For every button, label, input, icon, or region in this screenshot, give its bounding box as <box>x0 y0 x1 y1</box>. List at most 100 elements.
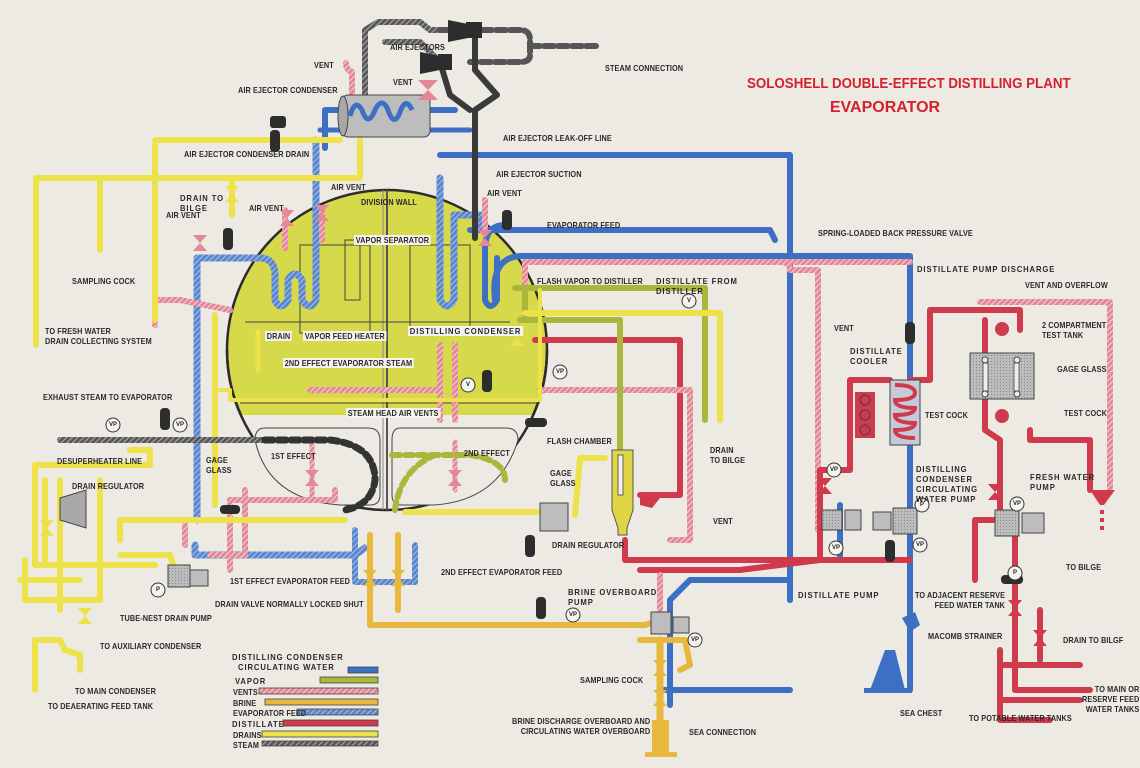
thermometers <box>160 116 1023 619</box>
diagram-subtitle: EVAPORATOR <box>829 99 941 116</box>
label-sea-chest: SEA CHEST <box>900 708 943 718</box>
legend-swatch-vents <box>258 687 379 695</box>
label-gage-glass-right: GAGE GLASS <box>1057 364 1107 374</box>
gauges <box>105 293 1025 648</box>
vp-gauge-3 <box>552 364 568 380</box>
sea-connection <box>645 720 677 757</box>
label-test-cock-right: TEST COCK <box>1064 408 1108 418</box>
label-drain-valve-locked: DRAIN VALVE NORMALLY LOCKED SHUT <box>215 599 364 609</box>
label-exhaust-steam: EXHAUST STEAM TO EVAPORATOR <box>43 392 173 402</box>
vp-gauge-4 <box>826 462 842 478</box>
legend-swatch-steam <box>261 740 379 747</box>
label-to-main-condenser: TO MAIN CONDENSER <box>75 686 156 696</box>
legend-swatches <box>258 666 379 747</box>
label-circ-water-pump: DISTILLING CONDENSER CIRCULATING WATER P… <box>916 464 979 504</box>
vp-gauge-1 <box>105 417 121 433</box>
label-drain-to-bilge-top: DRAIN TO BILGE <box>180 193 225 213</box>
p-gauge-2 <box>1007 565 1023 581</box>
label-distillate-pump: DISTILLATE PUMP <box>798 590 880 600</box>
label-air-ejector-condenser-drain: AIR EJECTOR CONDENSER DRAIN <box>184 149 310 159</box>
legend-swatch-evaporator-feed <box>296 708 379 716</box>
vp-gauge-8-label: VP <box>568 612 577 618</box>
legend-swatch-brine <box>264 698 379 706</box>
label-desuperheater-line: DESUPERHEATER LINE <box>57 456 143 466</box>
label-air-vent-2: AIR VENT <box>487 188 522 198</box>
label-2nd-effect-feed: 2ND EFFECT EVAPORATOR FEED <box>441 567 563 577</box>
vp-gauge-2 <box>172 417 188 433</box>
sea-chest <box>864 612 920 693</box>
vp-gauge-6-label: VP <box>915 542 924 548</box>
label-to-bilge: TO BILGE <box>1066 562 1102 572</box>
vp-gauge-7-label: VP <box>1012 501 1021 507</box>
label-to-auxiliary-condenser: TO AUXILIARY CONDENSER <box>100 641 202 651</box>
label-air-vent-4: AIR VENT <box>166 210 201 220</box>
label-air-vent-3: AIR VENT <box>249 203 284 213</box>
vp-gauge-3-label: VP <box>555 369 564 375</box>
label-to-main-or-reserve: TO MAIN OR RESERVE FEED WATER TANKS <box>1082 684 1140 714</box>
label-vent-and-overflow: VENT AND OVERFLOW <box>1025 280 1108 290</box>
test-tank <box>969 322 1035 423</box>
label-sampling-cock-bottom: SAMPLING COCK <box>580 675 644 685</box>
label-air-vent-1: AIR VENT <box>331 182 366 192</box>
label-2nd-effect-steam: 2ND EFFECT EVAPORATOR STEAM <box>283 358 414 368</box>
label-macomb-strainer: MACOMB STRAINER <box>928 631 1003 641</box>
vp-gauge-6 <box>912 537 928 553</box>
label-drain-to-bilge-right: DRAIN TO BILGF <box>1063 635 1124 645</box>
label-flash-chamber: FLASH CHAMBER <box>547 436 612 446</box>
legend-label-circulating-water: DISTILLING CONDENSER CIRCULATING WATER <box>232 652 344 672</box>
label-vent-2: VENT <box>393 77 413 87</box>
v-gauge-1 <box>460 377 476 393</box>
legend-label-drains: DRAINS <box>233 730 262 740</box>
label-tube-nest-drain-pump: TUBE-NEST DRAIN PUMP <box>120 613 212 623</box>
v-gauge-2 <box>681 293 697 309</box>
label-fresh-water-pump: FRESH WATER PUMP <box>1030 472 1096 492</box>
label-vapor-separator: VAPOR SEPARATOR <box>354 235 431 245</box>
label-drain-regulator-mid: DRAIN REGULATOR <box>552 540 625 550</box>
legend-label-brine: BRINE <box>233 698 257 708</box>
vp-gauge-9 <box>687 632 703 648</box>
label-brine-overboard-pump: BRINE OVERBOARD PUMP <box>568 587 658 607</box>
label-test-tank: 2 COMPARTMENT TEST TANK <box>1042 320 1107 340</box>
p-gauge-2-label: P <box>1012 570 1017 576</box>
label-steam-connection: STEAM CONNECTION <box>605 63 684 73</box>
label-flash-vapor: FLASH VAPOR TO DISTILLER <box>537 276 643 286</box>
label-air-ejector-condenser: AIR EJECTOR CONDENSER <box>238 85 338 95</box>
distillate-cooler <box>855 379 921 446</box>
label-vapor-feed-heater: VAPOR FEED HEATER <box>303 331 387 341</box>
vp-gauge-4-label: VP <box>829 467 838 473</box>
v-gauge-2-label: V <box>686 298 691 304</box>
legend-label-evaporator-feed: EVAPORATOR FEED <box>233 708 307 718</box>
vp-gauge-5 <box>828 540 844 556</box>
diagram-title: SOLOSHELL DOUBLE-EFFECT DISTILLING PLANT <box>747 76 1071 92</box>
label-to-deaerating-feed-tank: TO DEAERATING FEED TANK <box>48 701 154 711</box>
label-drain-regulator-left: DRAIN REGULATOR <box>72 481 145 491</box>
legend-swatch-drains <box>261 730 379 738</box>
distillate-pipes <box>152 60 1113 723</box>
label-distillate-pump-discharge: DISTILLATE PUMP DISCHARGE <box>917 264 1056 274</box>
label-distillate-from-distiller: DISTILLATE FROM DISTILLER <box>656 276 738 296</box>
legend-label-steam: STEAM <box>233 740 260 750</box>
label-distilling-condenser: DISTILLING CONDENSER <box>408 326 524 336</box>
label-air-ejector-leak-off: AIR EJECTOR LEAK-OFF LINE <box>503 133 612 143</box>
label-test-cock-left: TEST COCK <box>925 410 969 420</box>
label-drain: DRAIN <box>265 331 293 341</box>
label-air-ejectors: AIR EJECTORS <box>390 42 445 52</box>
legend-swatch-circulating-water <box>347 666 379 674</box>
label-1st-effect: 1ST EFFECT <box>271 451 316 461</box>
label-gage-glass-left: GAGE GLASS <box>206 455 232 475</box>
legend-swatch-vapor <box>319 676 379 684</box>
vp-gauge-9-label: VP <box>690 637 699 643</box>
drain-pipes <box>17 137 723 693</box>
p-gauge-1 <box>914 497 930 513</box>
label-division-wall: DIVISION WALL <box>361 197 417 207</box>
air-ejector-condenser <box>337 94 431 138</box>
vp-gauge-7 <box>1009 496 1025 512</box>
vp-gauge-8 <box>565 607 581 623</box>
vp-gauge-1-label: VP <box>108 422 117 428</box>
p-gauge-1-label: P <box>919 502 924 508</box>
label-sampling-cock-left: SAMPLING COCK <box>72 276 136 286</box>
label-gage-glass-mid: GAGE GLASS <box>550 468 576 488</box>
p1-gauge <box>150 582 166 598</box>
vp-gauge-2-label: VP <box>175 422 184 428</box>
